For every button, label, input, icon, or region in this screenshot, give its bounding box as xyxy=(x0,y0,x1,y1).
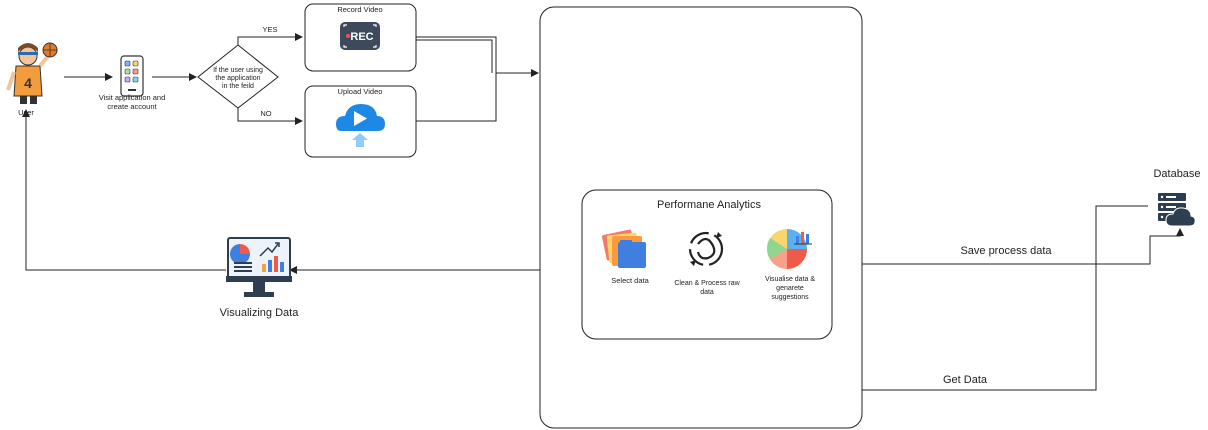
yes-label: YES xyxy=(262,25,277,34)
edge-save-process-data xyxy=(834,228,1184,265)
analytics-box xyxy=(581,189,833,340)
decision-text-2: the application xyxy=(215,75,260,82)
record-video-node: Record Video REC xyxy=(304,3,417,72)
smartphone-apps-icon xyxy=(120,55,144,97)
visualizing-node: Visualizing Data xyxy=(220,237,300,319)
visualise-label-3: suggestions xyxy=(771,294,809,301)
edge-record-out xyxy=(416,36,497,73)
edge-decision-yes xyxy=(237,33,303,45)
decision-diamond xyxy=(197,44,279,109)
app-step-label-1: Visit application and xyxy=(99,93,166,102)
pie-chart-icon xyxy=(767,229,812,269)
app-step-node: Visit application and create account xyxy=(99,55,166,111)
edge-upload-out xyxy=(416,73,497,122)
cloud-upload-icon xyxy=(336,104,385,147)
svg-text:4: 4 xyxy=(24,75,32,91)
record-video-title: Record Video xyxy=(337,5,382,14)
decision-text-1: If the user using xyxy=(213,67,263,74)
select-data-label: Select data xyxy=(611,276,649,285)
analytics-title: Performane Analytics xyxy=(657,199,761,211)
process-cycle-icon xyxy=(688,231,724,267)
visualise-label-2: genarete xyxy=(776,285,804,292)
app-step-label-2: create account xyxy=(107,102,157,111)
database-label: Database xyxy=(1153,168,1200,180)
clean-label-1: Clean & Process raw xyxy=(674,280,740,287)
server-cloud-icon xyxy=(1158,193,1196,227)
edge-back-to-user xyxy=(22,109,226,271)
user-label: User xyxy=(18,108,34,117)
no-label: NO xyxy=(260,109,271,118)
rec-icon: REC xyxy=(340,22,380,50)
edge-decision-no xyxy=(237,108,303,125)
edge-record-out-2 xyxy=(416,39,493,73)
rec-icon-text: REC xyxy=(350,31,373,43)
get-data-label: Get Data xyxy=(943,374,988,386)
upload-video-title: Upload Video xyxy=(338,87,383,96)
folders-icon xyxy=(601,229,646,268)
database-node: Database xyxy=(1153,168,1201,227)
visualizing-label: Visualizing Data xyxy=(220,307,300,319)
upload-video-node: Upload Video xyxy=(304,85,417,158)
user-node: 4 User xyxy=(6,42,58,117)
visualise-label-1: Visualise data & xyxy=(765,276,815,283)
dashboard-monitor-icon xyxy=(226,237,292,297)
basketball-player-icon: 4 xyxy=(6,42,58,104)
decision-text-3: in the feild xyxy=(222,83,254,90)
analytics-node: Performane Analytics Select data Clean &… xyxy=(581,189,833,340)
save-process-data-label: Save process data xyxy=(960,245,1052,257)
decision-node: If the user using the application in the… xyxy=(197,44,279,109)
clean-label-2: data xyxy=(700,289,714,296)
